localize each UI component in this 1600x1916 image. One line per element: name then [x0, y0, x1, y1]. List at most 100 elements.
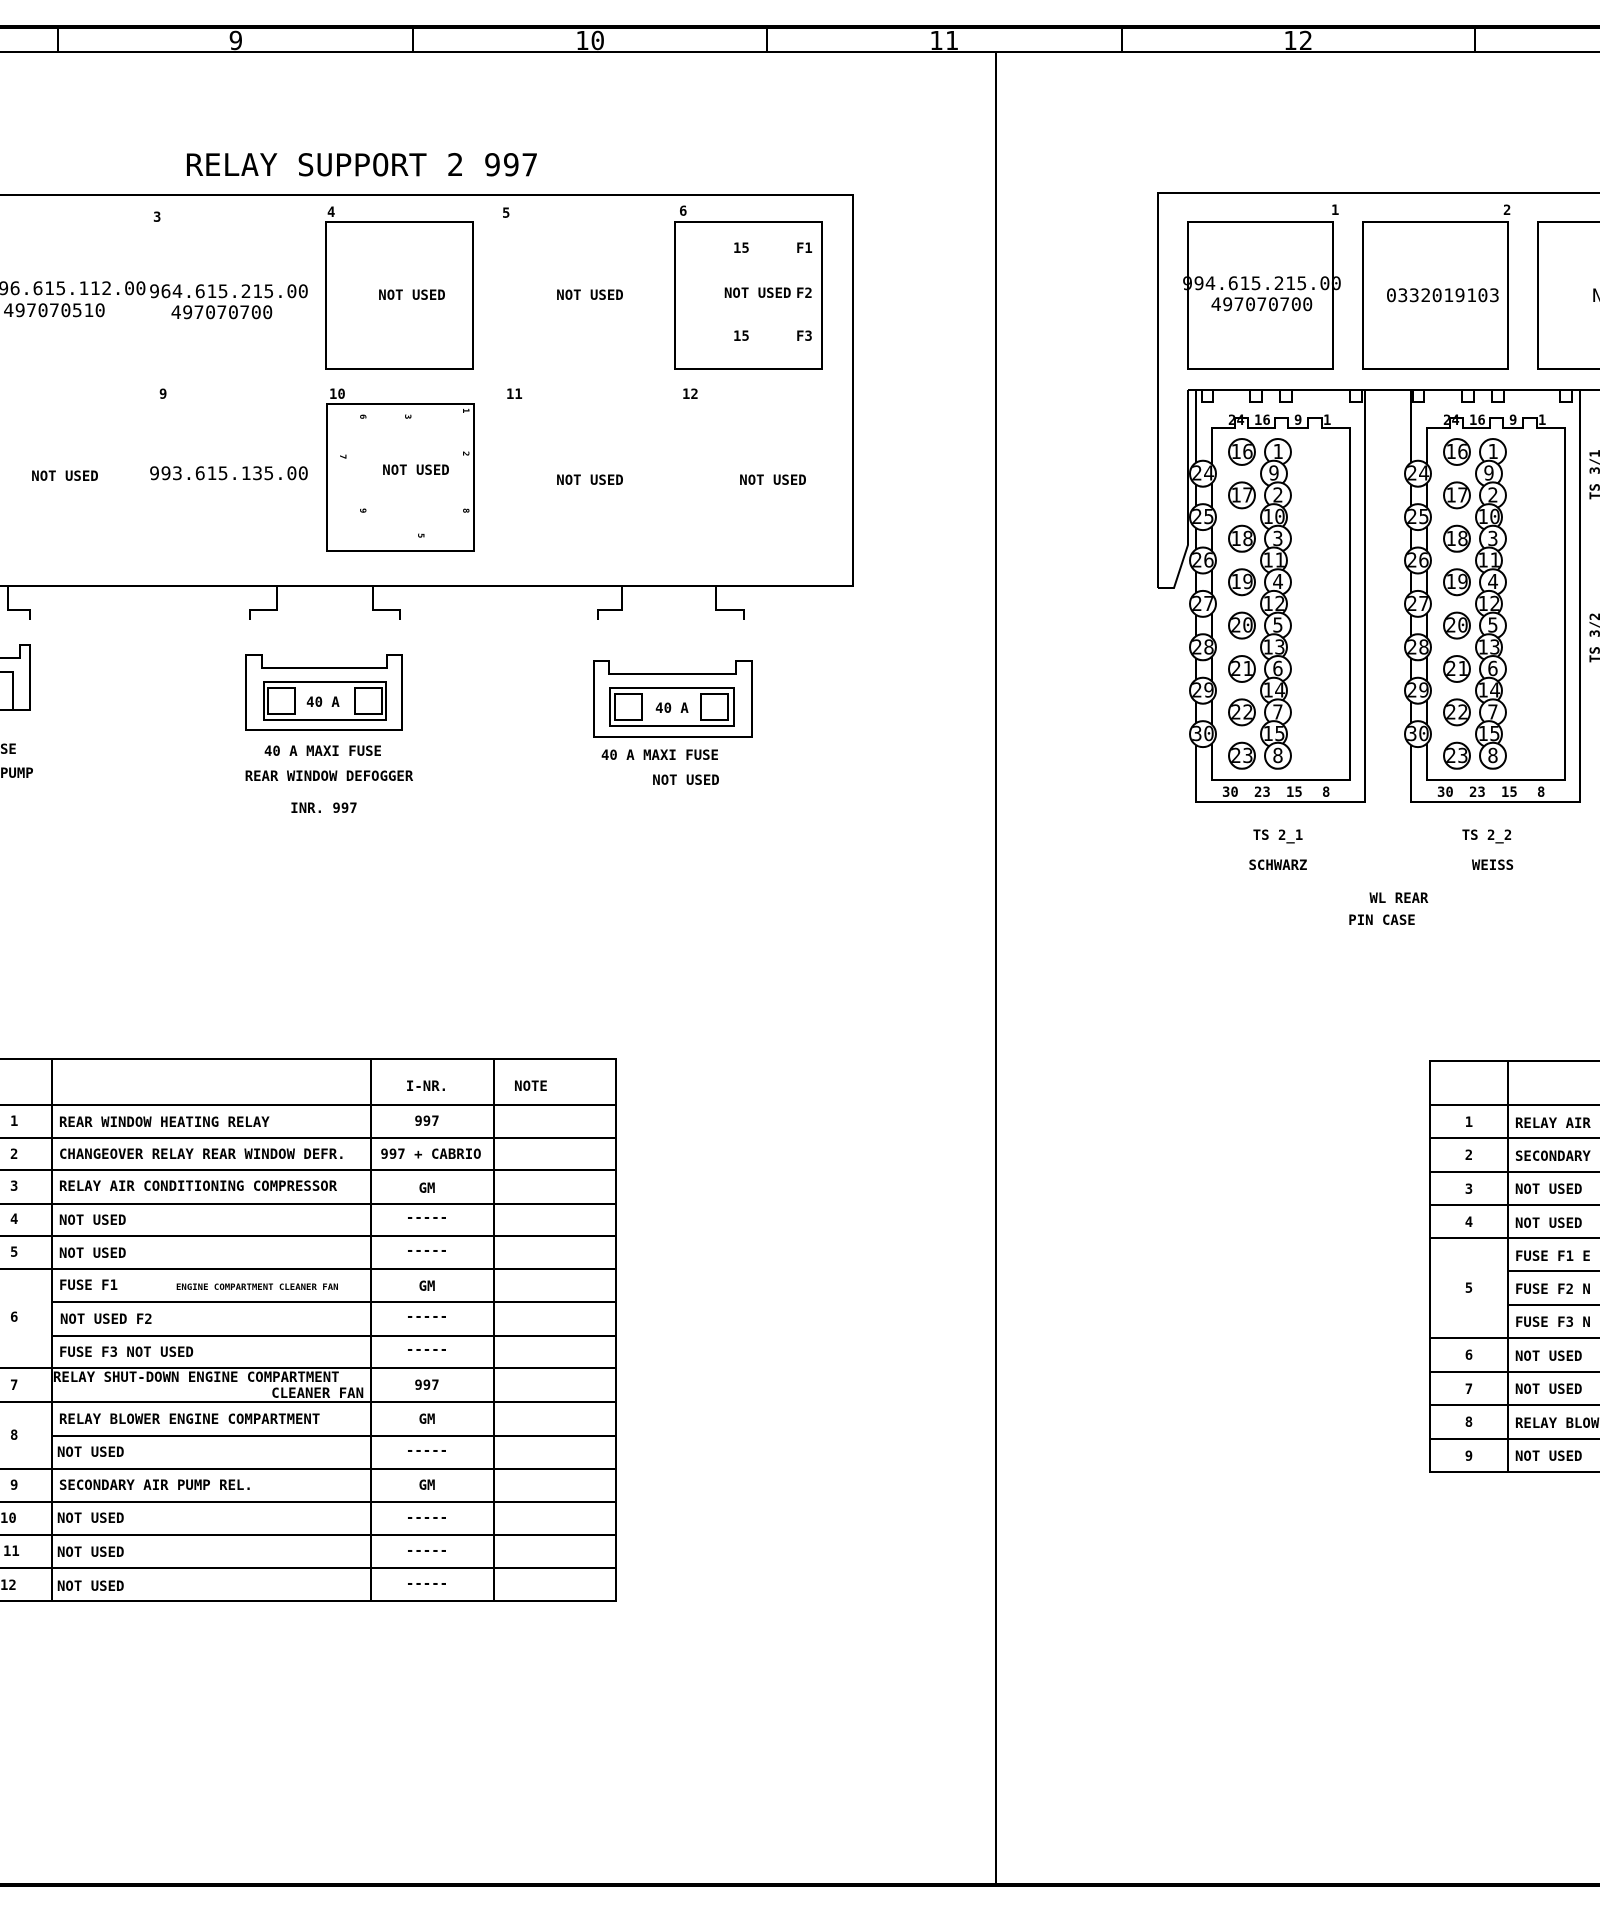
slot-10-pin-1: 1: [460, 408, 470, 413]
fuse-1-line-1: 40 A MAXI FUSE: [264, 744, 382, 760]
slot-10-pin-2: 2: [460, 451, 470, 456]
svg-text:GM: GM: [419, 1279, 436, 1295]
ruler-column-11: 11: [928, 27, 959, 57]
connector-pin-label: 2: [1272, 483, 1284, 507]
svg-text:8: 8: [1465, 1415, 1473, 1431]
fuse-1-line-2: REAR WINDOW DEFOGGER: [245, 769, 414, 785]
connector-2-top-pin-9: 9: [1509, 413, 1517, 429]
svg-text:GM: GM: [419, 1412, 436, 1428]
slot-6-fuse-f2-left: NOT USED: [724, 286, 791, 302]
connector-pin-label: 13: [1477, 635, 1501, 659]
connector-pin-label: 25: [1406, 505, 1430, 529]
relay-support-title: RELAY SUPPORT 2 997: [185, 148, 540, 184]
connector-pin: [1228, 568, 1256, 597]
connector-pin: [1404, 546, 1432, 575]
connector-pin-label: 14: [1477, 679, 1501, 703]
slot-10-label: NOT USED: [382, 463, 449, 479]
svg-text:-----: -----: [406, 1443, 448, 1459]
connector-1-color: SCHWARZ: [1248, 858, 1307, 874]
connector-pin-label: 27: [1191, 592, 1215, 616]
slot-number-6: 6: [679, 204, 687, 220]
right-table-row: 7 NOT USED: [1465, 1382, 1583, 1398]
connector-pin: [1443, 481, 1471, 510]
connector-pin-label: 6: [1487, 657, 1499, 681]
slot-12-label: NOT USED: [739, 473, 806, 489]
ruler-column-10: 10: [574, 27, 605, 57]
left-table-row: 9 SECONDARY AIR PUMP REL. GM: [10, 1478, 435, 1494]
svg-text:REAR WINDOW HEATING RELAY: REAR WINDOW HEATING RELAY: [59, 1115, 270, 1131]
slot-10-pin-9: 9: [357, 508, 367, 513]
svg-text:NOT USED: NOT USED: [57, 1445, 124, 1461]
connector-2-name: TS 2_2: [1462, 828, 1513, 844]
svg-text:4: 4: [1465, 1215, 1473, 1231]
svg-text:-----: -----: [406, 1576, 448, 1592]
left-table-row: 5 NOT USED -----: [10, 1243, 448, 1262]
connector-pin-label: 17: [1230, 483, 1254, 507]
connector-pin: [1264, 741, 1292, 770]
connector-pin-label: 14: [1262, 679, 1286, 703]
connector-pin-label: 9: [1268, 462, 1280, 486]
svg-text:NOT USED: NOT USED: [59, 1246, 126, 1262]
connector-1-bottom-pin-23: 23: [1254, 785, 1271, 801]
connector-pin-label: 26: [1406, 549, 1430, 573]
svg-text:1: 1: [10, 1114, 18, 1130]
svg-text:7: 7: [1465, 1382, 1473, 1398]
connector-pin-label: 24: [1191, 462, 1215, 486]
connector-pin: [1443, 524, 1471, 553]
svg-text:5: 5: [10, 1245, 18, 1261]
connector-2-color: WEISS: [1472, 858, 1514, 874]
right-table-row: 3 NOT USED: [1465, 1182, 1583, 1198]
left-table-row: 11 NOT USED -----: [3, 1543, 448, 1561]
left-table-row: 6 FUSE F1 ENGINE COMPARTMENT CLEANER FAN…: [10, 1278, 448, 1361]
connector-pin-label: 30: [1191, 722, 1215, 746]
connector-pin: [1189, 589, 1217, 618]
connector-pin: [1404, 459, 1432, 488]
connector-pin-label: 15: [1477, 722, 1501, 746]
connector-pin: [1189, 676, 1217, 705]
left-table-header-inr: I-NR.: [406, 1079, 448, 1095]
fuse-2-line-1: 40 A MAXI FUSE: [601, 748, 719, 764]
slot-4-label: NOT USED: [378, 288, 445, 304]
svg-text:-----: -----: [406, 1243, 448, 1259]
svg-text:FUSE F1 E: FUSE F1 E: [1515, 1249, 1591, 1265]
left-table-row: 1 REAR WINDOW HEATING RELAY 997: [10, 1114, 440, 1131]
slot-5-label: NOT USED: [556, 288, 623, 304]
svg-text:FUSE F3 NOT USED: FUSE F3 NOT USED: [59, 1345, 194, 1361]
connector-pin-label: 7: [1272, 700, 1284, 724]
svg-text:NOT USED: NOT USED: [57, 1545, 124, 1561]
connector-pin-label: 9: [1483, 462, 1495, 486]
connector-pin: [1404, 633, 1432, 662]
connector-pin-label: 17: [1445, 483, 1469, 507]
right-table-row: 6 NOT USED: [1465, 1348, 1583, 1365]
connector-pin-label: 21: [1230, 657, 1254, 681]
slot-number-12: 12: [682, 387, 699, 403]
connector-pin: [1189, 459, 1217, 488]
connector-pin-label: 29: [1191, 679, 1215, 703]
svg-text:11: 11: [3, 1544, 20, 1560]
connector-pin: [1228, 524, 1256, 553]
connector-pin-label: 4: [1487, 570, 1499, 594]
right-table-row: 5 FUSE F1 E FUSE F2 N FUSE F3 N: [1465, 1249, 1591, 1331]
slot-6-fuse-f1-left: 15: [733, 241, 750, 257]
connector-pin: [1228, 698, 1256, 727]
connector-pin: [1443, 611, 1471, 640]
svg-text:8: 8: [10, 1428, 18, 1444]
svg-text:5: 5: [1465, 1281, 1473, 1297]
svg-text:ENGINE COMPARTMENT CLEANER FAN: ENGINE COMPARTMENT CLEANER FAN: [176, 1283, 339, 1293]
right-table-row: 9 NOT USED: [1465, 1449, 1583, 1465]
ruler-column-9: 9: [228, 27, 244, 57]
connector-pin-label: 23: [1445, 744, 1469, 768]
connector-pin-label: 11: [1262, 549, 1286, 573]
connector-1-bottom-pin-30: 30: [1222, 785, 1239, 801]
fuse-1-line-3: INR. 997: [290, 801, 357, 817]
connector-pin: [1443, 568, 1471, 597]
fuse-2-line-2: NOT USED: [652, 773, 719, 789]
svg-text:RELAY AIR CONDITIONING COMPRES: RELAY AIR CONDITIONING COMPRESSOR: [59, 1179, 338, 1195]
connector-pin-label: 12: [1477, 592, 1501, 616]
svg-text:NOT USED: NOT USED: [1515, 1216, 1582, 1232]
slot-number-10: 10: [329, 387, 346, 403]
connector-1-top-pin-1: 1: [1323, 413, 1331, 429]
svg-text:SECONDARY: SECONDARY: [1515, 1149, 1591, 1165]
left-fuse-cut-line-1: SE: [0, 742, 17, 758]
slot-left-unused-label: NOT USED: [31, 469, 98, 485]
